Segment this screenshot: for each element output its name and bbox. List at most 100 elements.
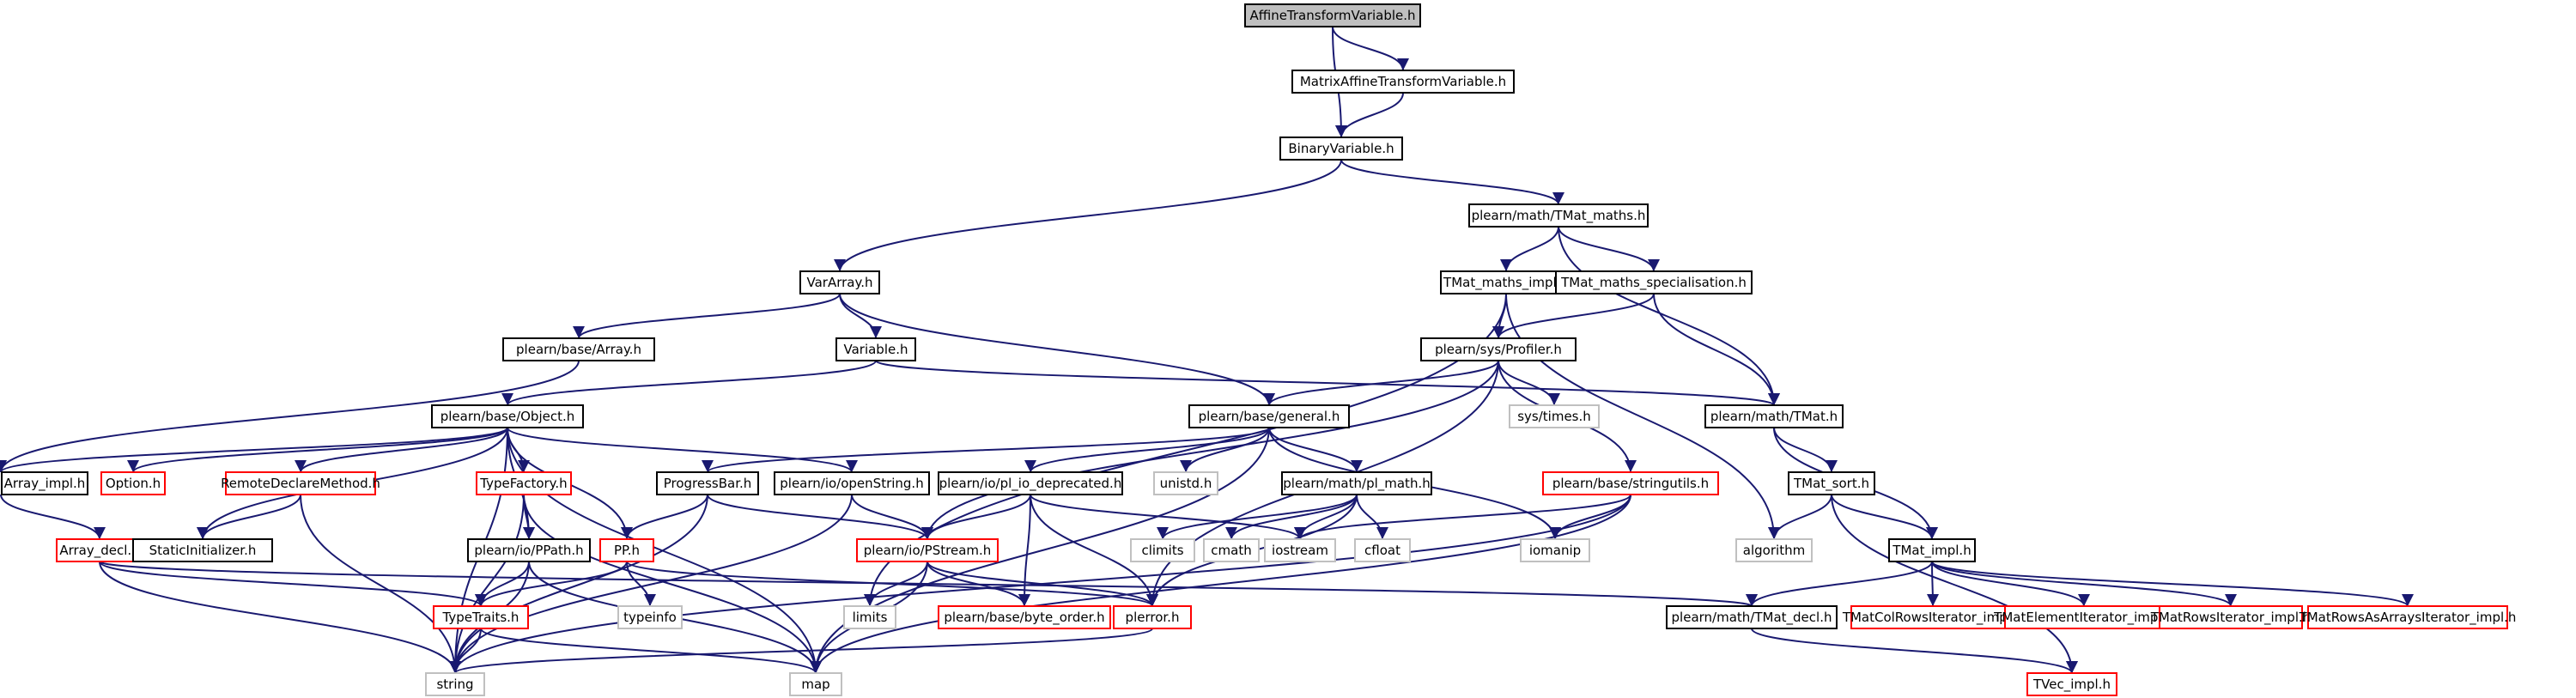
node-box <box>835 337 916 361</box>
node-stringutils[interactable]: plearn/base/stringutils.h <box>1542 471 1719 495</box>
node-box <box>467 538 591 562</box>
node-label: sys/times.h <box>1517 409 1591 424</box>
node-unistd: unistd.h <box>1153 471 1218 495</box>
node-tmatmathsspec[interactable]: TMat_maths_specialisation.h <box>1555 270 1753 294</box>
node-general[interactable]: plearn/base/general.h <box>1188 404 1350 428</box>
edge-tmatimpl-to-colrows <box>1926 561 1939 607</box>
edge-vararray-to-variable <box>839 293 882 339</box>
node-object[interactable]: plearn/base/Object.h <box>431 404 584 428</box>
node-pstream[interactable]: plearn/io/PStream.h <box>856 538 999 562</box>
node-basearray[interactable]: plearn/base/Array.h <box>502 337 655 361</box>
node-progressbar[interactable]: ProgressBar.h <box>656 471 759 495</box>
node-option[interactable]: Option.h <box>100 471 166 495</box>
nodes-layer: AffineTransformVariable.hMatrixAffineTra… <box>1 3 2517 696</box>
node-binary[interactable]: BinaryVariable.h <box>1279 137 1403 161</box>
edge-progressbar-to-string <box>449 494 708 674</box>
node-label: Option.h <box>106 476 161 491</box>
edge-remotedeclare-to-string <box>300 494 461 674</box>
node-tmat[interactable]: plearn/math/TMat.h <box>1704 404 1844 428</box>
node-tmatsort[interactable]: TMat_sort.h <box>1788 471 1875 495</box>
edge-typefactory-to-map <box>523 494 822 674</box>
edge-pph-to-typeinfo <box>626 561 656 607</box>
node-label: climits <box>1141 543 1183 558</box>
node-box <box>1153 471 1218 495</box>
node-box <box>100 471 166 495</box>
node-box <box>476 471 572 495</box>
edge-object-to-option <box>127 427 508 473</box>
node-tvecimpl[interactable]: TVec_impl.h <box>2026 672 2117 696</box>
node-profiler[interactable]: plearn/sys/Profiler.h <box>1420 337 1577 361</box>
node-vararray[interactable]: VarArray.h <box>799 270 880 294</box>
edge-typetraits-to-map <box>480 628 822 674</box>
node-affine[interactable]: AffineTransformVariable.h <box>1244 3 1421 27</box>
node-label: RemoteDeclareMethod.h <box>221 476 380 491</box>
node-matrixaffine[interactable]: MatrixAffineTransformVariable.h <box>1291 70 1515 94</box>
edge-tmatimpl-to-elemiter <box>1931 561 2090 607</box>
node-tmatmathsimpl[interactable]: TMat_maths_impl.h <box>1440 270 1572 294</box>
node-openstring[interactable]: plearn/io/openString.h <box>774 471 930 495</box>
edge-pliodep-to-plerror <box>1030 494 1158 607</box>
edge-basearray-to-arrayimpl <box>0 360 580 473</box>
node-arrayimpl[interactable]: Array_impl.h <box>1 471 88 495</box>
node-typefactory[interactable]: TypeFactory.h <box>476 471 572 495</box>
edge-tmatsort-to-tvecimpl <box>1831 494 2078 674</box>
node-label: BinaryVariable.h <box>1288 141 1394 156</box>
node-tmatimpl[interactable]: TMat_impl.h <box>1888 538 1976 562</box>
node-label: string <box>436 677 473 692</box>
node-byteorder[interactable]: plearn/base/byte_order.h <box>938 605 1111 629</box>
node-rowsasarrays[interactable]: TMatRowsAsArraysIterator_impl.h <box>2299 605 2517 629</box>
edge-general-to-map <box>810 427 1270 674</box>
edge-stringutils-to-map <box>810 494 1631 674</box>
node-variable[interactable]: Variable.h <box>835 337 916 361</box>
node-tmatdecl[interactable]: plearn/math/TMat_decl.h <box>1666 605 1838 629</box>
node-box <box>1555 270 1753 294</box>
node-box <box>2026 672 2117 696</box>
node-staticinit[interactable]: StaticInitializer.h <box>132 538 273 562</box>
node-label: TMat_sort.h <box>1793 476 1869 492</box>
node-pliodep[interactable]: plearn/io/pl_io_deprecated.h <box>938 471 1123 495</box>
edge-tmatimpl-to-rowsasarrays <box>1931 561 2414 607</box>
edge-pliodep-to-pstream <box>921 494 1031 540</box>
node-box <box>132 538 273 562</box>
node-box <box>431 404 584 428</box>
edge-progressbar-to-pstream <box>707 494 933 540</box>
node-label: iomanip <box>1529 543 1581 558</box>
node-plmath[interactable]: plearn/math/pl_math.h <box>1281 471 1432 495</box>
edge-pph-to-plerror <box>626 561 1158 607</box>
node-box <box>1704 404 1844 428</box>
node-box <box>1264 538 1336 562</box>
node-box <box>1542 471 1719 495</box>
edge-pph-to-typetraits <box>475 561 628 607</box>
node-ppath[interactable]: plearn/io/PPath.h <box>467 538 591 562</box>
node-iomanip: iomanip <box>1520 538 1590 562</box>
node-elemiter[interactable]: TMatElementIterator_impl.h <box>1993 605 2174 629</box>
node-label: plearn/base/Object.h <box>440 409 575 424</box>
node-arraydecl[interactable]: Array_decl.h <box>56 538 143 562</box>
node-remotedeclare[interactable]: RemoteDeclareMethod.h <box>221 471 380 495</box>
node-limits: limits <box>843 605 896 629</box>
node-label: TVec_impl.h <box>2032 677 2111 693</box>
edge-pstream-to-plerror <box>927 561 1158 607</box>
edge-binary-to-vararray <box>834 159 1342 272</box>
edge-general-to-progressbar <box>702 427 1270 473</box>
node-box <box>799 270 880 294</box>
node-cmath: cmath <box>1203 538 1260 562</box>
node-label: algorithm <box>1743 543 1805 558</box>
node-label: iostream <box>1272 543 1328 558</box>
node-label: plearn/math/TMat_decl.h <box>1672 610 1832 626</box>
node-rowsiter[interactable]: TMatRowsIterator_impl.h <box>2150 605 2312 629</box>
edge-openstring-to-pstream <box>851 494 933 540</box>
node-box <box>2159 605 2303 629</box>
node-tmatmaths[interactable]: plearn/math/TMat_maths.h <box>1468 203 1649 228</box>
node-label: plearn/io/PStream.h <box>864 543 992 558</box>
node-box <box>1281 471 1432 495</box>
edge-ppath-to-typetraits <box>475 561 530 607</box>
node-typetraits[interactable]: TypeTraits.h <box>433 605 529 629</box>
node-box <box>1 471 88 495</box>
node-plerror[interactable]: plerror.h <box>1113 605 1192 629</box>
node-label: cmath <box>1211 543 1251 558</box>
node-pph[interactable]: PP.h <box>599 538 654 562</box>
node-box <box>1520 538 1590 562</box>
node-string: string <box>425 672 485 696</box>
node-climits: climits <box>1130 538 1195 562</box>
